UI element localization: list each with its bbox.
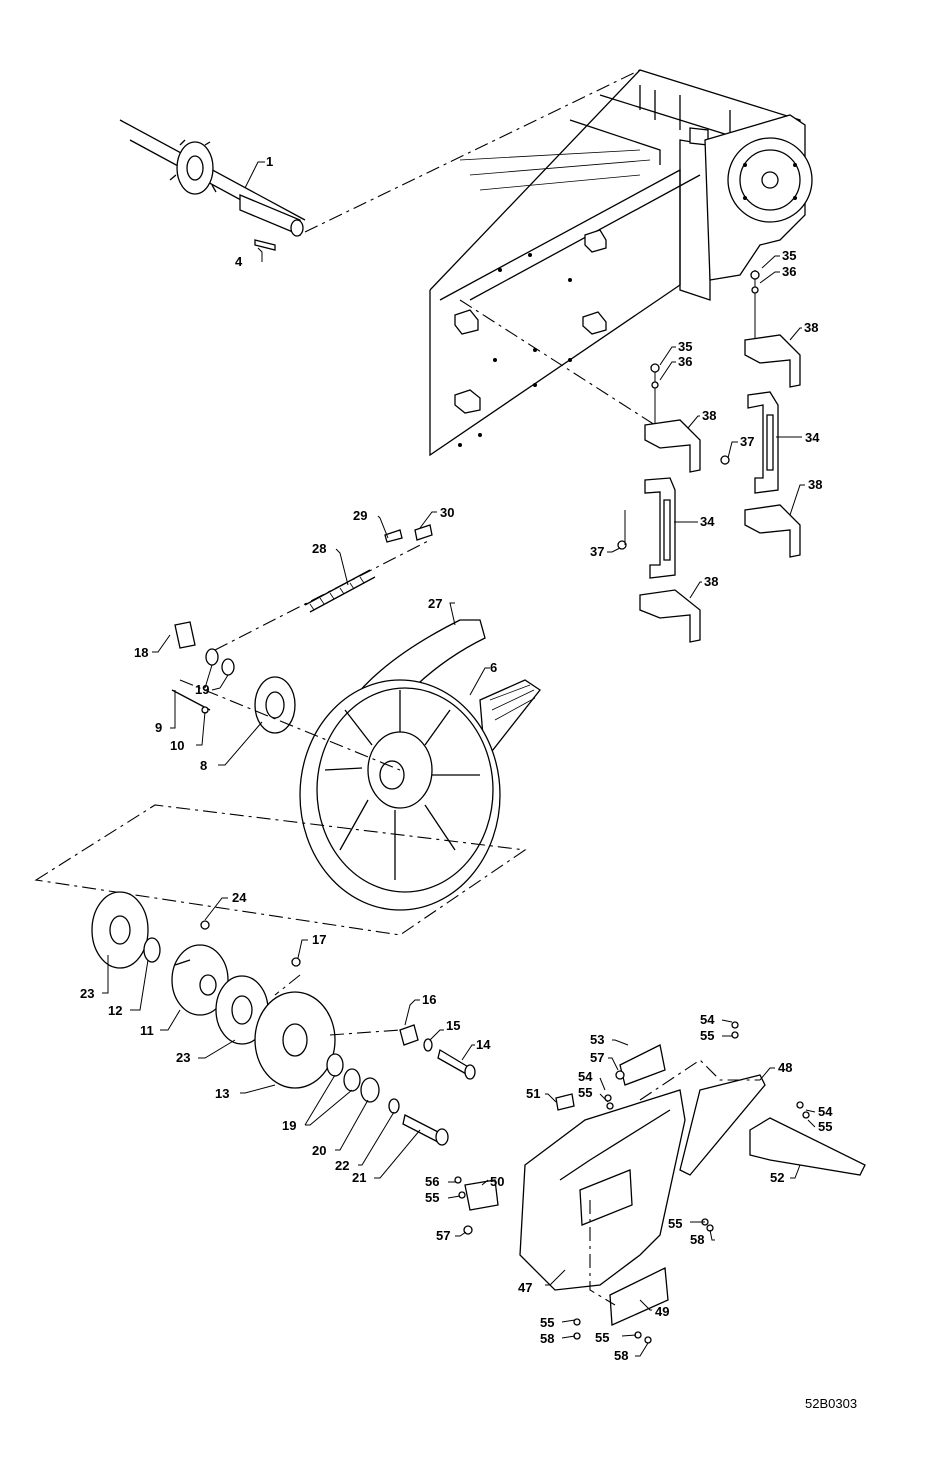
callout-52: 52	[770, 1170, 784, 1185]
callout-29: 29	[353, 508, 367, 523]
callout-34: 34	[700, 514, 715, 529]
callout-6: 6	[490, 660, 497, 675]
callout-37: 37	[590, 544, 604, 559]
callout-1: 1	[266, 154, 273, 169]
callout-48: 48	[778, 1060, 792, 1075]
callout-56: 56	[425, 1174, 439, 1189]
callout-58-c: 58	[614, 1348, 628, 1363]
callout-55-c: 55	[818, 1119, 832, 1134]
callout-57-b: 57	[436, 1228, 450, 1243]
callout-54: 54	[578, 1069, 593, 1084]
callout-30: 30	[440, 505, 454, 520]
callout-13: 13	[215, 1086, 229, 1101]
callout-55-f: 55	[540, 1315, 554, 1330]
callout-12: 12	[108, 1003, 122, 1018]
callout-11: 11	[140, 1023, 154, 1038]
bracket-assembly-left	[460, 300, 700, 642]
drawing-code: 52B0303	[805, 1396, 857, 1411]
callout-22: 22	[335, 1158, 349, 1173]
callout-36: 36	[782, 264, 796, 279]
callout-10: 10	[170, 738, 184, 753]
callout-35: 35	[678, 339, 692, 354]
callout-57: 57	[590, 1050, 604, 1065]
callout-19: 19	[195, 682, 209, 697]
callout-16: 16	[422, 992, 436, 1007]
callout-27: 27	[428, 596, 442, 611]
callout-54-c: 54	[818, 1104, 833, 1119]
callout-4: 4	[235, 254, 243, 269]
callout-55-e: 55	[668, 1216, 682, 1231]
guard-assembly	[455, 1022, 865, 1343]
callout-19-b: 19	[282, 1118, 296, 1133]
callout-55-g: 55	[595, 1330, 609, 1345]
callout-20: 20	[312, 1143, 326, 1158]
callout-38: 38	[702, 408, 716, 423]
callout-55: 55	[578, 1085, 592, 1100]
callout-14: 14	[476, 1037, 491, 1052]
callout-53: 53	[590, 1032, 604, 1047]
callout-38-r: 38	[808, 477, 822, 492]
callout-58-b: 58	[540, 1331, 554, 1346]
callout-49: 49	[655, 1304, 669, 1319]
callout-36: 36	[678, 354, 692, 369]
pulley-and-belt	[172, 620, 540, 910]
callout-9: 9	[155, 720, 162, 735]
callout-54-b: 54	[700, 1012, 715, 1027]
callout-51: 51	[526, 1086, 540, 1101]
callout-28: 28	[312, 541, 326, 556]
callout-8: 8	[200, 758, 207, 773]
callout-17: 17	[312, 932, 326, 947]
callout-21: 21	[352, 1170, 366, 1185]
callout-24: 24	[232, 890, 247, 905]
bracket-assembly-right	[721, 270, 800, 557]
callout-35: 35	[782, 248, 796, 263]
callout-23-b: 23	[176, 1050, 190, 1065]
callout-50: 50	[490, 1174, 504, 1189]
callout-15: 15	[446, 1018, 460, 1033]
drive-shaft	[120, 70, 640, 250]
callout-23: 23	[80, 986, 94, 1001]
callout-55-b: 55	[700, 1028, 714, 1043]
callout-58: 58	[690, 1232, 704, 1247]
callout-18: 18	[134, 645, 148, 660]
callout-37: 37	[740, 434, 754, 449]
callout-47: 47	[518, 1280, 532, 1295]
callout-34: 34	[805, 430, 820, 445]
callout-38: 38	[704, 574, 718, 589]
callout-55-d: 55	[425, 1190, 439, 1205]
callout-38: 38	[804, 320, 818, 335]
